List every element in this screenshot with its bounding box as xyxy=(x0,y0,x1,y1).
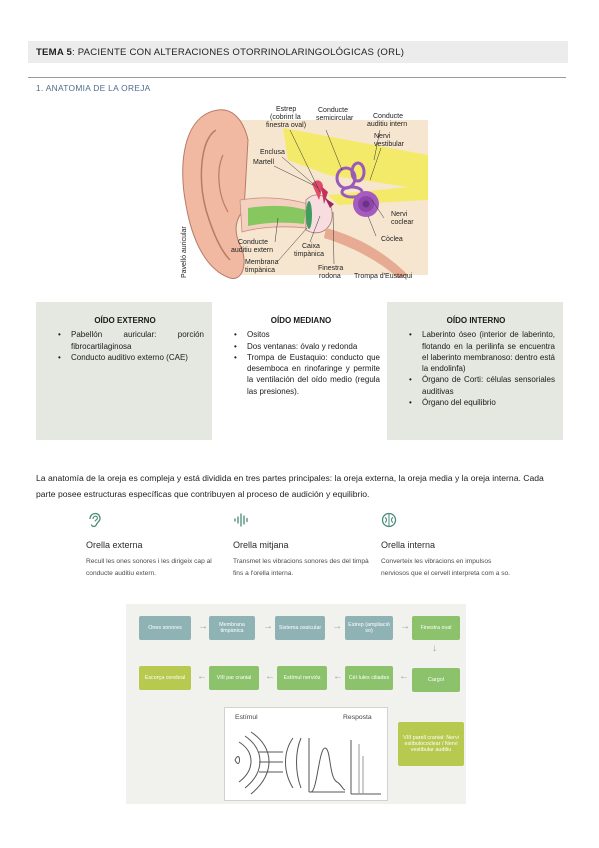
label-nervi-coclear: Nervi xyxy=(391,211,408,218)
label-coclea: Còclea xyxy=(381,236,403,243)
card-desc: Converteix les vibracions en impulsos ne… xyxy=(381,558,511,577)
label-nervi-coclear-2: coclear xyxy=(391,219,414,226)
flow-arrow: ← xyxy=(399,671,409,682)
stimulus-response-chart: Estímul Resposta xyxy=(224,707,388,801)
box-medio-item: Dos ventanas: óvalo y redonda xyxy=(222,341,380,353)
topic-prefix: TEMA 5 xyxy=(36,47,73,58)
label-trompa: Trompa d'Eustaqui xyxy=(354,273,413,280)
label-nervi-vestibular: Nervi xyxy=(374,133,391,140)
flow-arrow: → xyxy=(198,621,208,632)
flow-note-viii-parell: VIII parell cranial: Nervi estibulococle… xyxy=(398,722,464,766)
topic-title: : PACIENTE CON ALTERACIONES OTORRINOLARI… xyxy=(72,47,405,58)
flow-arrow: ← xyxy=(333,671,343,682)
box-interno-item: Órgano de Corti: células sensoriales aud… xyxy=(397,374,555,397)
card-orella-externa: Orella externa Recull les ones sonores i… xyxy=(86,512,226,579)
flow-node-sistema-ossicular: Sistema ossicular xyxy=(275,616,325,640)
label-estrep-3: finestra oval) xyxy=(266,122,306,129)
flow-node-finestra-oval: Finestra oval xyxy=(412,616,460,640)
flow-node-cargol: Cargol xyxy=(412,668,460,692)
label-conducte-extern: Conducte xyxy=(238,239,268,246)
label-conducte-intern: Conducte xyxy=(373,113,403,120)
label-martell: Martell xyxy=(253,159,274,166)
ear-anatomy-diagram: Estrep (cobrint la finestra oval) Conduc… xyxy=(178,100,428,290)
card-title: Orella mitjana xyxy=(233,540,289,550)
stimulus-response-graphic xyxy=(234,731,381,795)
flow-arrow: ← xyxy=(265,671,275,682)
label-conducte-intern-2: auditiu intern xyxy=(367,121,407,128)
label-caixa: Caixa xyxy=(302,243,320,250)
flow-node-ones-sonores: Ones sonores xyxy=(139,616,191,640)
label-finestra-2: rodona xyxy=(319,273,341,280)
label-conducte-semicircular: Conducte xyxy=(318,107,348,114)
flow-arrow: → xyxy=(263,621,273,632)
flow-node-membrana: Membrana timpànica xyxy=(209,616,255,640)
box-interno-title: OÍDO INTERNO xyxy=(446,316,506,325)
flow-node-estrep: Estrep (ampliació so) xyxy=(345,616,393,640)
box-interno-item: Órgano del equilibrio xyxy=(397,397,555,409)
label-estrep: Estrep xyxy=(276,106,296,113)
flow-arrow: → xyxy=(400,621,410,632)
ear-icon xyxy=(89,512,101,528)
topic-header: TEMA 5: PACIENTE CON ALTERACIONES OTORRI… xyxy=(28,41,568,63)
label-finestra: Finestra xyxy=(318,265,343,272)
box-medio-title: OÍDO MEDIANO xyxy=(270,316,332,325)
chart-label-estimul: Estímul xyxy=(235,714,258,721)
box-oido-interno: OÍDO INTERNO Laberinto óseo (interior de… xyxy=(387,302,563,440)
box-externo-title: OÍDO EXTERNO xyxy=(94,316,156,325)
box-oido-externo: OÍDO EXTERNO Pabellón auricular: porción… xyxy=(36,302,212,440)
card-title: Orella externa xyxy=(86,540,143,550)
card-desc: Recull les ones sonores i les dirigeix c… xyxy=(86,558,212,577)
label-membrana-2: timpànica xyxy=(245,267,275,274)
label-conducte-semicircular-2: semicircular xyxy=(316,115,354,122)
flow-node-cel-lules: Cèl·lules ciliades xyxy=(345,666,393,690)
label-nervi-vestibular-2: vestibular xyxy=(374,141,405,148)
box-medio-item: Trompa de Eustaquio: conducto que desemb… xyxy=(222,352,380,397)
box-externo-item: Conducto auditivo externo (CAE) xyxy=(46,352,204,364)
flow-arrow-down: ↓ xyxy=(432,643,437,654)
flow-node-estimul-nervios: Estímul nerviós xyxy=(277,666,327,690)
box-interno-item: Laberinto óseo (interior de laberinto, f… xyxy=(397,329,555,374)
sound-wave-icon xyxy=(234,513,248,527)
header-divider xyxy=(28,77,566,78)
card-orella-mitjana: Orella mitjana Transmet les vibracions s… xyxy=(233,512,373,579)
label-pavello: Pavelló auricular xyxy=(181,226,188,278)
label-membrana: Membrana xyxy=(245,259,279,266)
card-desc: Transmet les vibracions sonores des del … xyxy=(233,558,369,577)
box-oido-medio: OÍDO MEDIANO Ositos Dos ventanas: óvalo … xyxy=(212,302,388,440)
card-title: Orella interna xyxy=(381,540,436,550)
section-title-anatomy: 1. ANATOMIA DE LA OREJA xyxy=(36,83,151,93)
intro-paragraph: La anatomía de la oreja es compleja y es… xyxy=(36,473,544,499)
flow-node-escorca: Escorça cerebral xyxy=(139,666,191,690)
label-conducte-extern-2: auditiu extern xyxy=(231,247,273,254)
flow-arrow: ← xyxy=(197,671,207,682)
chart-label-resposta: Resposta xyxy=(343,714,372,721)
box-externo-item: Pabellón auricular: porción fibrocartila… xyxy=(46,329,204,352)
brain-icon xyxy=(381,512,397,528)
card-orella-interna: Orella interna Converteix les vibracions… xyxy=(381,512,521,579)
label-enclusa: Enclusa xyxy=(260,149,285,156)
flow-arrow: → xyxy=(332,621,342,632)
flow-node-viii-par: VIII par cranial xyxy=(209,666,259,690)
label-caixa-2: timpànica xyxy=(294,251,324,258)
label-estrep-2: (cobrint la xyxy=(270,114,301,121)
box-medio-item: Ositos xyxy=(222,329,380,341)
